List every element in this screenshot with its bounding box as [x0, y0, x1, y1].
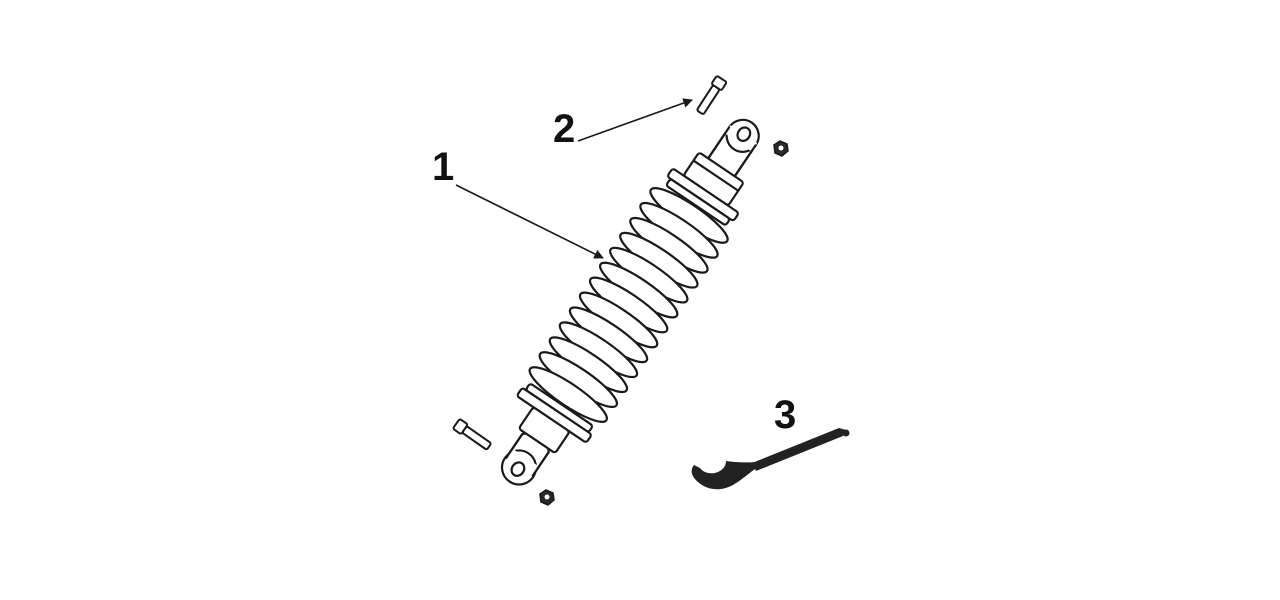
- nut-icon: [773, 140, 789, 157]
- callout-mounting-bolt: 2: [553, 107, 576, 151]
- nut-icon: [539, 489, 555, 506]
- leader-arrow-icon: [455, 184, 604, 259]
- spanner-wrench-icon: [691, 428, 850, 490]
- callout-shock-absorber: 1: [432, 145, 455, 189]
- bolt-icon: [452, 418, 492, 451]
- callout-spanner-wrench: 3: [774, 393, 797, 437]
- bolt-icon: [696, 75, 728, 115]
- leader-arrow-icon: [577, 98, 693, 142]
- shock-absorber-icon: [500, 118, 760, 486]
